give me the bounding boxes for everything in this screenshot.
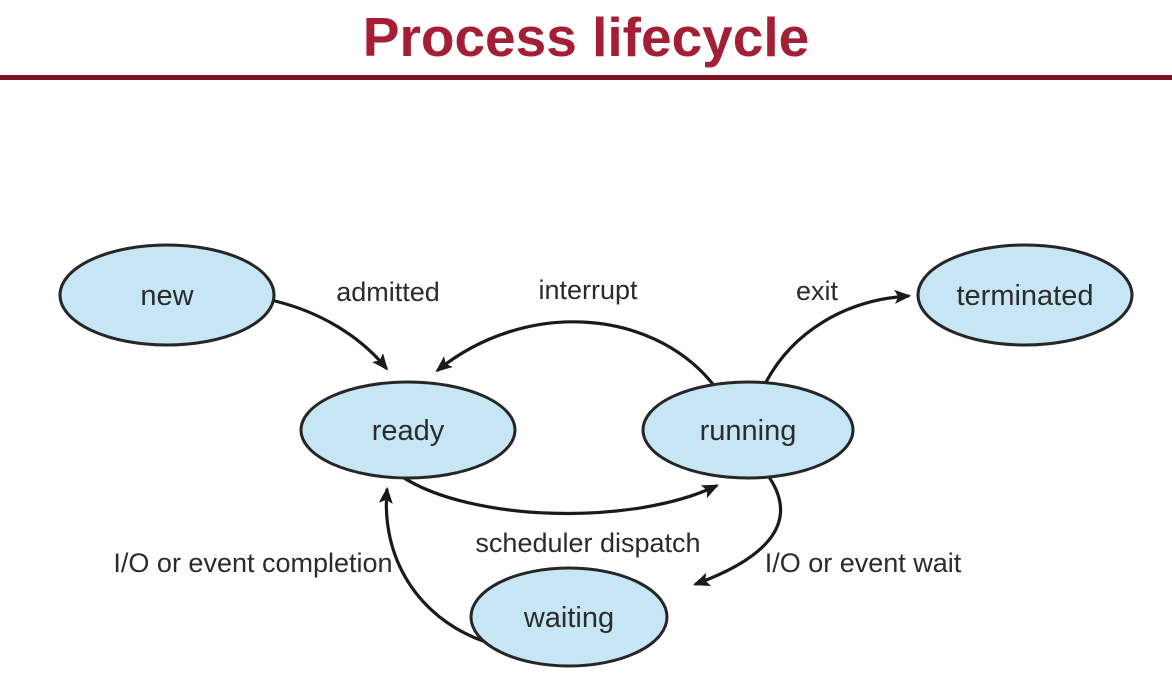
transition-arrow-io-event-completion bbox=[378, 486, 485, 643]
state-ellipse-new bbox=[58, 243, 276, 347]
transition-label-io-event-wait: I/O or event wait bbox=[765, 548, 962, 578]
state-node-waiting: waiting bbox=[469, 566, 669, 668]
state-label-waiting: waiting bbox=[523, 602, 614, 634]
state-label-running: running bbox=[700, 415, 797, 447]
transition-label-exit: exit bbox=[796, 276, 839, 306]
state-node-running: running bbox=[641, 380, 855, 480]
state-node-terminated: terminated bbox=[916, 243, 1134, 347]
state-ellipse-running bbox=[641, 380, 855, 480]
state-ellipse-ready bbox=[299, 380, 517, 480]
transition-arrow-io-event-wait bbox=[692, 475, 783, 586]
transition-arrows bbox=[273, 289, 912, 643]
transition-label-admitted: admitted bbox=[336, 277, 440, 307]
transition-label-io-event-completion: I/O or event completion bbox=[113, 548, 392, 578]
state-label-ready: ready bbox=[372, 415, 445, 447]
state-ellipse-waiting bbox=[469, 566, 669, 668]
transition-arrow-interrupt bbox=[435, 320, 714, 385]
transition-label-scheduler-dispatch: scheduler dispatch bbox=[475, 528, 700, 558]
transition-arrow-admitted bbox=[273, 299, 389, 371]
state-ellipse-terminated bbox=[916, 243, 1134, 347]
state-label-terminated: terminated bbox=[956, 280, 1093, 312]
title-divider bbox=[0, 75, 1172, 80]
transition-labels: admitted interrupt exit scheduler dispat… bbox=[113, 275, 961, 578]
state-node-new: new bbox=[58, 243, 276, 347]
transition-arrow-exit bbox=[763, 289, 912, 386]
transition-arrow-scheduler-dispatch bbox=[399, 474, 719, 516]
transition-label-interrupt: interrupt bbox=[538, 275, 638, 305]
page-title: Process lifecycle bbox=[362, 6, 810, 68]
state-node-ready: ready bbox=[299, 380, 517, 480]
state-label-new: new bbox=[140, 280, 194, 312]
